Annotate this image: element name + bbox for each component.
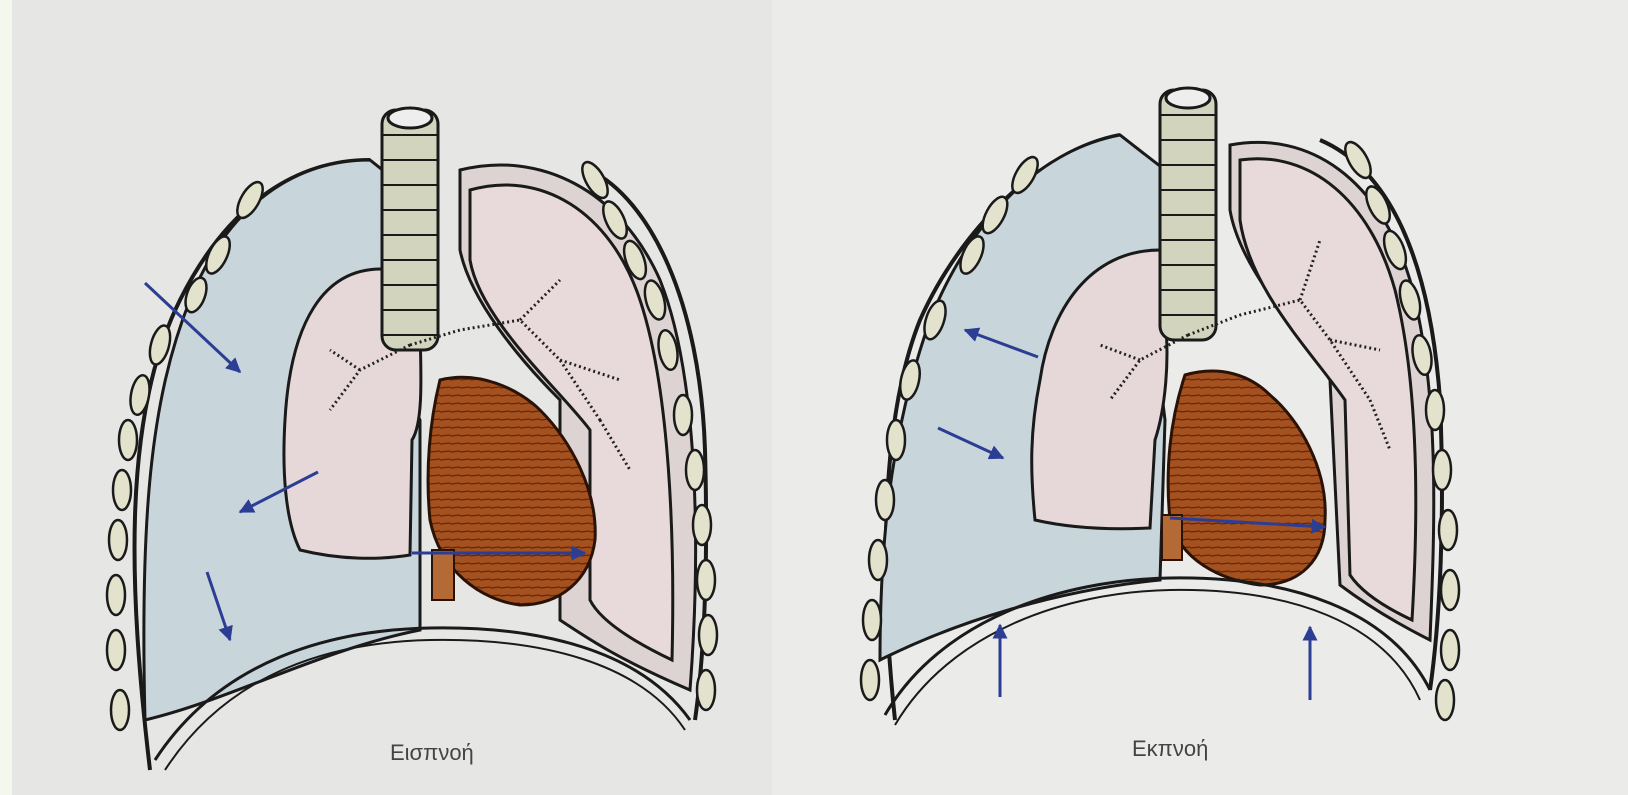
trachea-left xyxy=(382,108,438,350)
inhalation-figure xyxy=(107,108,717,770)
trachea-right xyxy=(1160,88,1216,340)
exhalation-figure xyxy=(861,88,1459,725)
exhalation-caption: Εκπνοή xyxy=(1132,736,1208,762)
heart-right xyxy=(1162,371,1325,585)
inhalation-caption: Εισπνοή xyxy=(390,740,474,766)
